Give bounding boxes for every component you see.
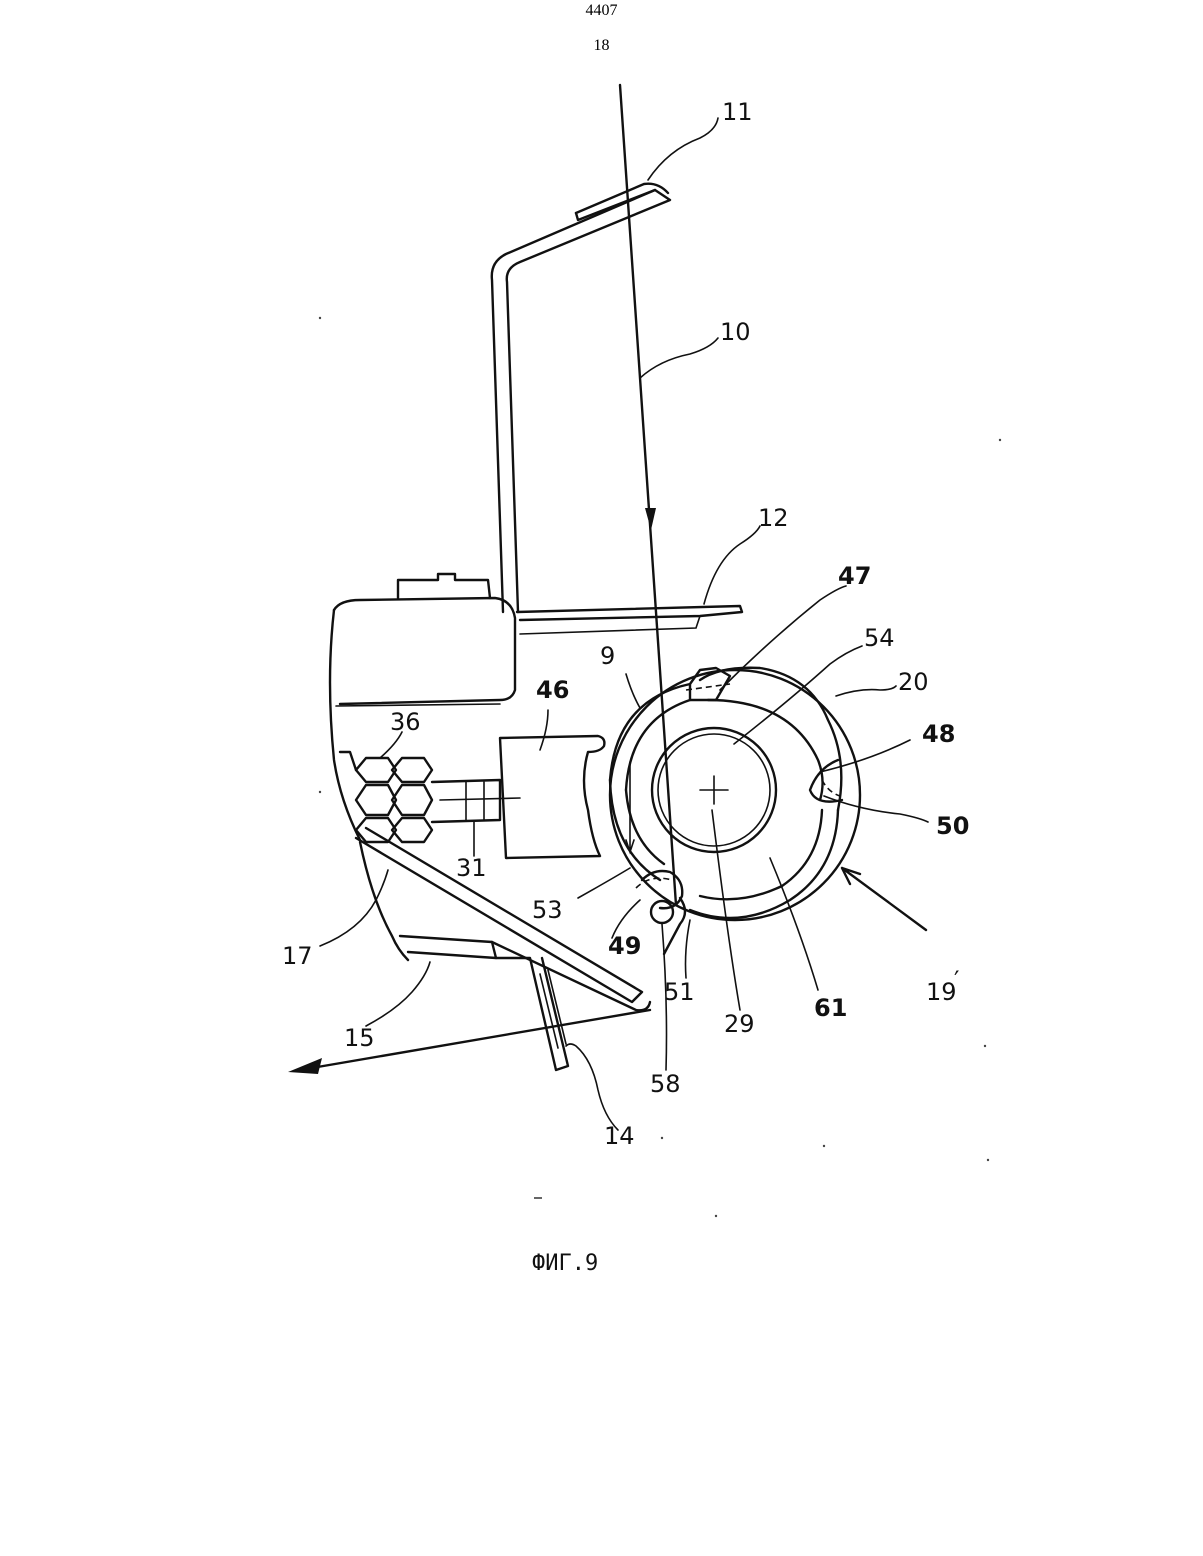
label-51: 51	[664, 978, 695, 1006]
disc-pointer-arrow	[842, 868, 926, 930]
label-14: 14	[604, 1122, 635, 1150]
thread-direction-arrow	[645, 508, 656, 530]
hex-nut-top-right	[392, 758, 432, 782]
spiral-groove-inner	[708, 700, 823, 800]
hex-nut-bottom-left	[356, 818, 396, 842]
label-61: 61	[814, 994, 847, 1022]
output-arrow-15	[288, 1010, 650, 1074]
label-54: 54	[864, 624, 895, 652]
label-58: 58	[650, 1070, 681, 1098]
label-48: 48	[922, 720, 955, 748]
output-arrow-head	[288, 1058, 322, 1074]
label-19: 19	[926, 978, 957, 1006]
leader-lines	[320, 118, 928, 1130]
label-36: 36	[390, 708, 421, 736]
label-20: 20	[898, 668, 929, 696]
housing-block	[330, 574, 515, 840]
angled-support-17	[356, 828, 650, 1070]
hex-nut-bottom-right	[392, 818, 432, 842]
label-53: 53	[532, 896, 563, 924]
label-10: 10	[720, 318, 751, 346]
label-31: 31	[456, 854, 487, 882]
hex-nut-top-left	[356, 758, 396, 782]
label-29: 29	[724, 1010, 755, 1038]
figure-caption: ФИГ.9	[532, 1251, 598, 1276]
pin-58	[651, 901, 673, 923]
label-47: 47	[838, 562, 871, 590]
block-46	[500, 736, 604, 858]
hex-nut-mid-left	[356, 785, 396, 815]
label-50: 50	[936, 812, 969, 840]
label-49: 49	[608, 932, 641, 960]
hex-nut-mid-right	[392, 785, 432, 815]
label-15: 15	[344, 1024, 375, 1052]
label-17: 17	[282, 942, 313, 970]
thread-guide-bracket	[492, 184, 742, 634]
hook-49	[642, 871, 682, 908]
label-19-prime: ′	[954, 966, 959, 994]
reference-labels: 11 10 12 47 54 20 46 9 36 48 50 31 53 49…	[282, 98, 969, 1150]
label-46: 46	[536, 676, 569, 704]
label-12: 12	[758, 504, 789, 532]
label-11: 11	[722, 98, 753, 126]
axis-center-29	[700, 776, 728, 804]
label-9: 9	[600, 642, 615, 670]
